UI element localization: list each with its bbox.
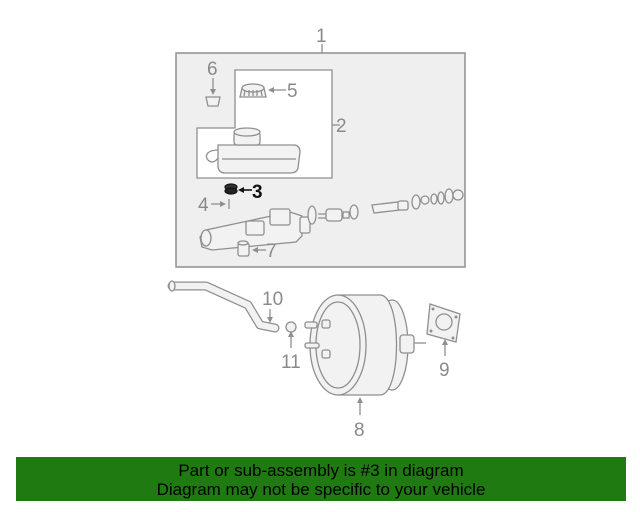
callout-2: 2 — [336, 116, 347, 137]
callout-10: 10 — [262, 289, 283, 310]
callout-8: 8 — [354, 420, 365, 441]
callout-1: 1 — [316, 26, 327, 47]
callout-4: 4 — [198, 195, 209, 216]
callout-7: 7 — [266, 241, 277, 262]
grommet-11 — [285, 321, 297, 333]
parts-diagram: 1 2 5 6 3 4 — [167, 26, 466, 441]
bushing-7 — [237, 240, 250, 257]
callout-11: 11 — [281, 352, 301, 373]
banner-line-2: Diagram may not be specific to your vehi… — [156, 480, 486, 499]
master-cylinder — [199, 208, 311, 251]
banner-line-1: Part or sub-assembly is #3 in diagram — [178, 461, 464, 480]
reservoir-cap-5 — [239, 83, 267, 98]
callout-5: 5 — [287, 81, 298, 102]
callout-3: 3 — [252, 182, 263, 203]
reservoir-tank — [205, 127, 301, 174]
seal-3 — [224, 183, 238, 195]
callout-6: 6 — [207, 59, 218, 80]
gasket-9 — [426, 303, 461, 343]
info-banner: Part or sub-assembly is #3 in diagram Di… — [16, 457, 626, 501]
brake-booster-8 — [304, 294, 426, 396]
vacuum-hose-10 — [167, 280, 280, 333]
piston-assembly — [307, 188, 464, 225]
callout-9: 9 — [439, 360, 450, 381]
